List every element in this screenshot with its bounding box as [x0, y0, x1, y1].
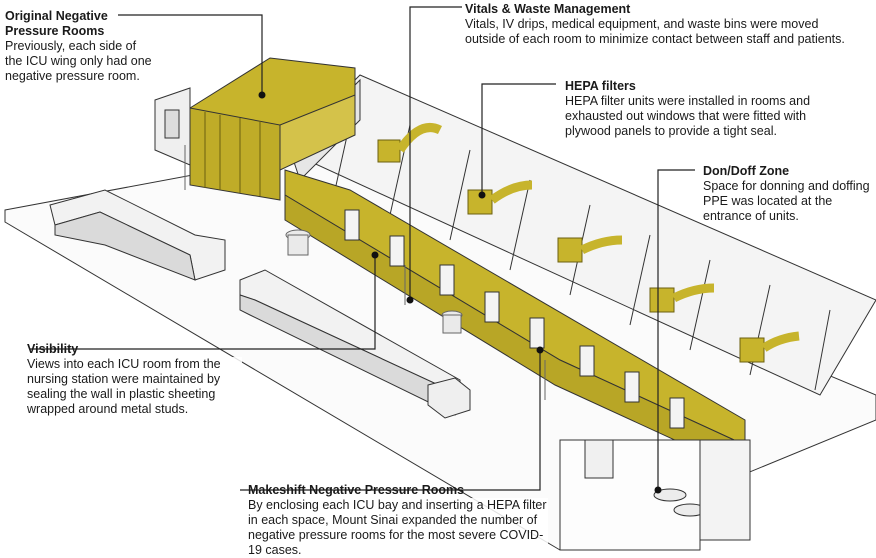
callout-original-rooms: Original Negative Pressure Rooms Previou… — [5, 9, 155, 84]
callout-title: Vitals & Waste Management — [465, 2, 631, 16]
callout-body: HEPA filter units were installed in room… — [565, 94, 835, 139]
callout-body: Previously, each side of the ICU wing on… — [5, 39, 155, 84]
callout-title: HEPA filters — [565, 79, 636, 93]
callout-body: By enclosing each ICU bay and inserting … — [248, 498, 548, 558]
room-doors — [344, 209, 685, 429]
callout-title: Makeshift Negative Pressure Rooms — [248, 483, 465, 497]
front-room — [559, 439, 751, 551]
callout-body: Vitals, IV drips, medical equipment, and… — [465, 17, 845, 47]
nursing-station-center — [239, 269, 471, 419]
callout-don-doff: Don/Doff Zone Space for donning and doff… — [703, 164, 873, 224]
callout-dots — [258, 91, 662, 494]
callout-body: Views into each ICU room from the nursin… — [27, 357, 242, 417]
callout-visibility: Visibility Views into each ICU room from… — [27, 342, 242, 417]
callout-hepa-filters: HEPA filters HEPA filter units were inst… — [565, 79, 835, 139]
callout-title: Visibility — [27, 342, 79, 356]
nursing-station-left — [49, 189, 226, 281]
original-negative-pressure-room — [189, 57, 356, 201]
medical-equipment — [184, 145, 546, 400]
callout-makeshift-rooms: Makeshift Negative Pressure Rooms By enc… — [248, 483, 548, 558]
callout-title: Original Negative Pressure Rooms — [5, 9, 108, 38]
hepa-units — [377, 123, 800, 363]
callout-body: Space for donning and doffing PPE was lo… — [703, 179, 873, 224]
callout-vitals-waste: Vitals & Waste Management Vitals, IV dri… — [465, 2, 845, 47]
entry-vestibule — [154, 87, 191, 166]
callout-title: Don/Doff Zone — [703, 164, 790, 178]
callout-leaders — [30, 6, 695, 491]
